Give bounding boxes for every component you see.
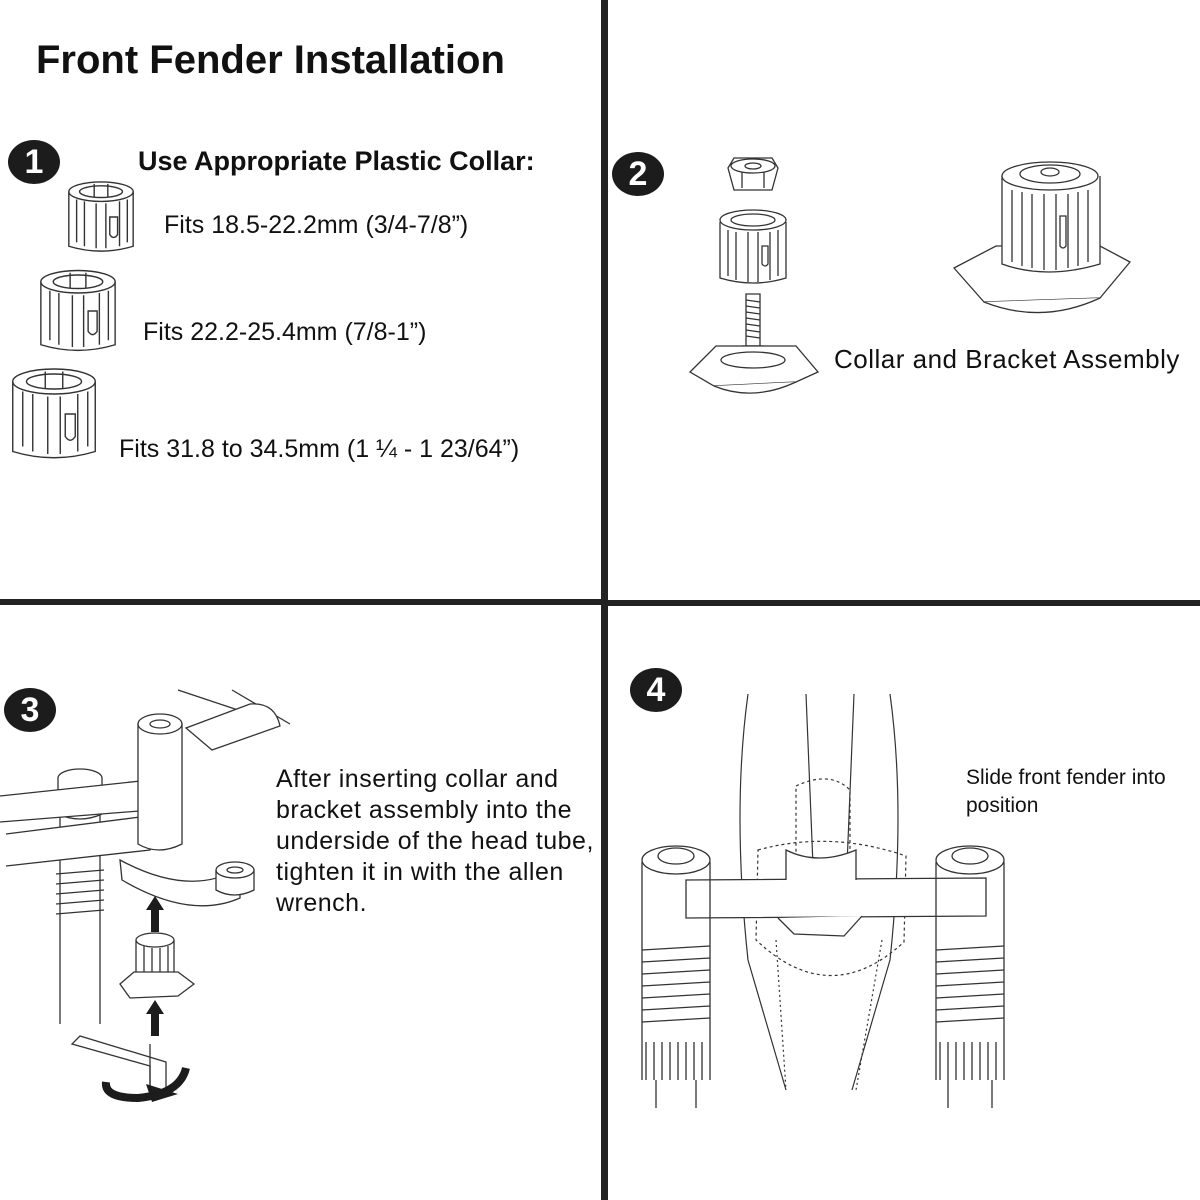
fender-position-illustration [636, 690, 1036, 1108]
horizontal-divider-right [606, 600, 1200, 606]
horizontal-divider-left [0, 599, 604, 605]
step-1-badge: 1 [8, 140, 60, 184]
vertical-divider [601, 0, 608, 1200]
collar-caption-large: Fits 31.8 to 34.5mm (1 ¼ - 1 23/64”) [119, 435, 520, 463]
small-collar-icon [66, 178, 136, 256]
page-title: Front Fender Installation [36, 38, 505, 82]
head-tube-installation-illustration [0, 684, 300, 1114]
step-3-instructions: After inserting collar and bracket assem… [276, 765, 594, 917]
collar-caption-small: Fits 18.5-22.2mm (3/4-7/8”) [164, 211, 469, 239]
step-3-badge: 3 [4, 688, 56, 732]
large-collar-icon [10, 364, 98, 464]
step-1-heading: Use Appropriate Plastic Collar: [138, 146, 535, 176]
step-4-instructions: Slide front fender into position [966, 766, 1166, 817]
exploded-assembly-illustration [686, 150, 826, 400]
step-2-badge: 2 [612, 152, 664, 196]
medium-collar-icon [38, 266, 118, 356]
step-4-badge: 4 [630, 668, 682, 712]
collar-caption-medium: Fits 22.2-25.4mm (7/8-1”) [143, 318, 427, 346]
step-2-caption: Collar and Bracket Assembly [834, 344, 1180, 374]
assembled-collar-bracket-illustration [950, 150, 1135, 325]
